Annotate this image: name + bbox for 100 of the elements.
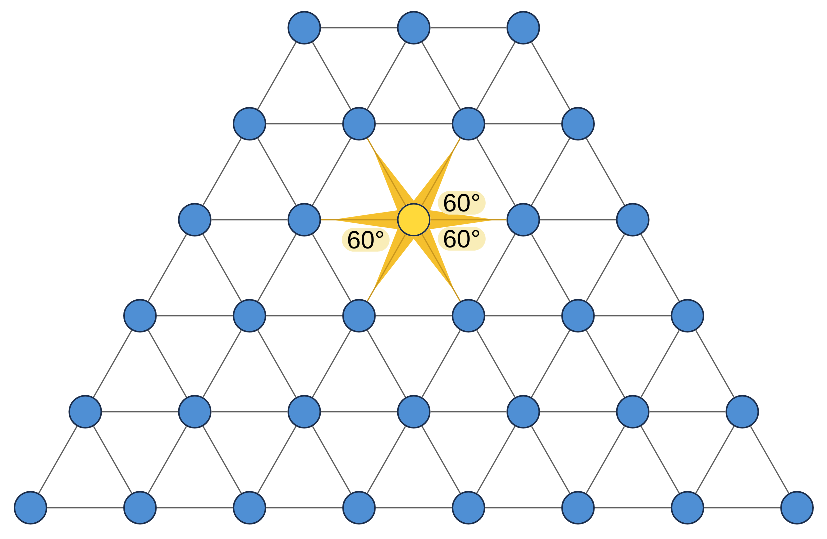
edge-line bbox=[540, 411, 616, 413]
edge-line bbox=[476, 138, 516, 206]
edge-line bbox=[157, 315, 233, 317]
angle-label: 60° bbox=[438, 191, 486, 215]
edge-line bbox=[266, 315, 342, 317]
lattice-node bbox=[288, 395, 322, 429]
edge-line bbox=[540, 219, 616, 221]
edge-line bbox=[586, 426, 626, 494]
edge-line bbox=[486, 507, 562, 509]
edge-line bbox=[430, 27, 507, 29]
highlighted-edge bbox=[412, 226, 461, 302]
lattice-node bbox=[506, 395, 540, 429]
lattice-node bbox=[342, 491, 376, 525]
lattice-node bbox=[124, 299, 157, 333]
edge-line bbox=[486, 123, 562, 125]
edge-line bbox=[531, 426, 570, 494]
edge-line bbox=[586, 138, 626, 206]
lattice-node bbox=[14, 491, 48, 525]
lattice-node bbox=[233, 491, 266, 525]
lattice-node bbox=[506, 11, 540, 45]
edge-line bbox=[476, 42, 516, 110]
edge-line bbox=[531, 138, 570, 206]
edge-line bbox=[531, 330, 570, 398]
lattice-node bbox=[726, 395, 760, 429]
lattice-node bbox=[288, 203, 322, 237]
edge-line bbox=[476, 426, 516, 494]
edge-line bbox=[595, 315, 671, 317]
edge-line bbox=[93, 330, 132, 398]
edge-line bbox=[312, 138, 352, 206]
lattice-node bbox=[233, 107, 266, 141]
edge-line bbox=[640, 330, 680, 398]
edge-line bbox=[476, 330, 516, 398]
edge-line bbox=[422, 426, 461, 494]
lattice-node bbox=[562, 491, 595, 525]
edge-line bbox=[312, 42, 352, 110]
edge-line bbox=[148, 234, 188, 302]
lattice-node bbox=[178, 203, 212, 237]
edge-line bbox=[202, 138, 242, 206]
edge-line bbox=[321, 411, 398, 413]
edge-line bbox=[750, 426, 790, 494]
edge-line bbox=[586, 330, 626, 398]
edge-line bbox=[422, 330, 461, 398]
edge-line bbox=[212, 219, 288, 221]
edge-line bbox=[157, 507, 233, 509]
edge-line bbox=[312, 234, 352, 302]
edge-line bbox=[430, 411, 507, 413]
edge-line bbox=[595, 507, 671, 509]
highlighted-edge bbox=[321, 210, 400, 230]
edge-line bbox=[312, 426, 352, 494]
edge-line bbox=[258, 330, 297, 398]
edge-line bbox=[650, 411, 726, 413]
highlighted-edge bbox=[367, 138, 416, 214]
edge-line bbox=[376, 123, 452, 125]
edge-line bbox=[212, 411, 288, 413]
lattice-node bbox=[506, 203, 540, 237]
edge-line bbox=[367, 42, 406, 110]
lattice-node bbox=[288, 11, 322, 45]
edge-line bbox=[258, 234, 297, 302]
edge-line bbox=[48, 507, 124, 509]
edge-line bbox=[531, 234, 570, 302]
edge-line bbox=[202, 426, 242, 494]
highlighted-node bbox=[397, 203, 431, 237]
edge-line bbox=[266, 123, 342, 125]
lattice-node bbox=[562, 107, 595, 141]
edge-line bbox=[367, 330, 406, 398]
edge-line bbox=[202, 330, 242, 398]
edge-line bbox=[640, 234, 680, 302]
edge-line bbox=[148, 330, 188, 398]
edge-line bbox=[376, 507, 452, 509]
lattice-node bbox=[397, 11, 431, 45]
edge-line bbox=[102, 411, 178, 413]
angle-label: 60° bbox=[342, 228, 390, 252]
lattice-node bbox=[671, 299, 704, 333]
lattice-node bbox=[68, 395, 102, 429]
lattice-node bbox=[452, 491, 486, 525]
lattice-node bbox=[233, 299, 266, 333]
edge-line bbox=[640, 426, 680, 494]
edge-line bbox=[266, 507, 342, 509]
lattice-node bbox=[616, 395, 650, 429]
edge-line bbox=[376, 315, 452, 317]
edge-line bbox=[202, 234, 242, 302]
edge-line bbox=[258, 42, 297, 110]
edge-line bbox=[696, 330, 735, 398]
lattice-node bbox=[616, 203, 650, 237]
edge-line bbox=[258, 138, 297, 206]
lattice-node bbox=[562, 299, 595, 333]
edge-line bbox=[321, 27, 398, 29]
edge-line bbox=[476, 234, 516, 302]
edge-line bbox=[367, 426, 406, 494]
lattice-node bbox=[671, 491, 704, 525]
angle-label: 60° bbox=[438, 227, 486, 251]
edge-line bbox=[93, 426, 132, 494]
lattice-node bbox=[124, 491, 157, 525]
edge-line bbox=[148, 426, 188, 494]
edge-line bbox=[312, 330, 352, 398]
edge-line bbox=[422, 42, 461, 110]
lattice-node bbox=[397, 395, 431, 429]
lattice-node bbox=[342, 299, 376, 333]
edge-line bbox=[38, 426, 78, 494]
edge-line bbox=[258, 426, 297, 494]
